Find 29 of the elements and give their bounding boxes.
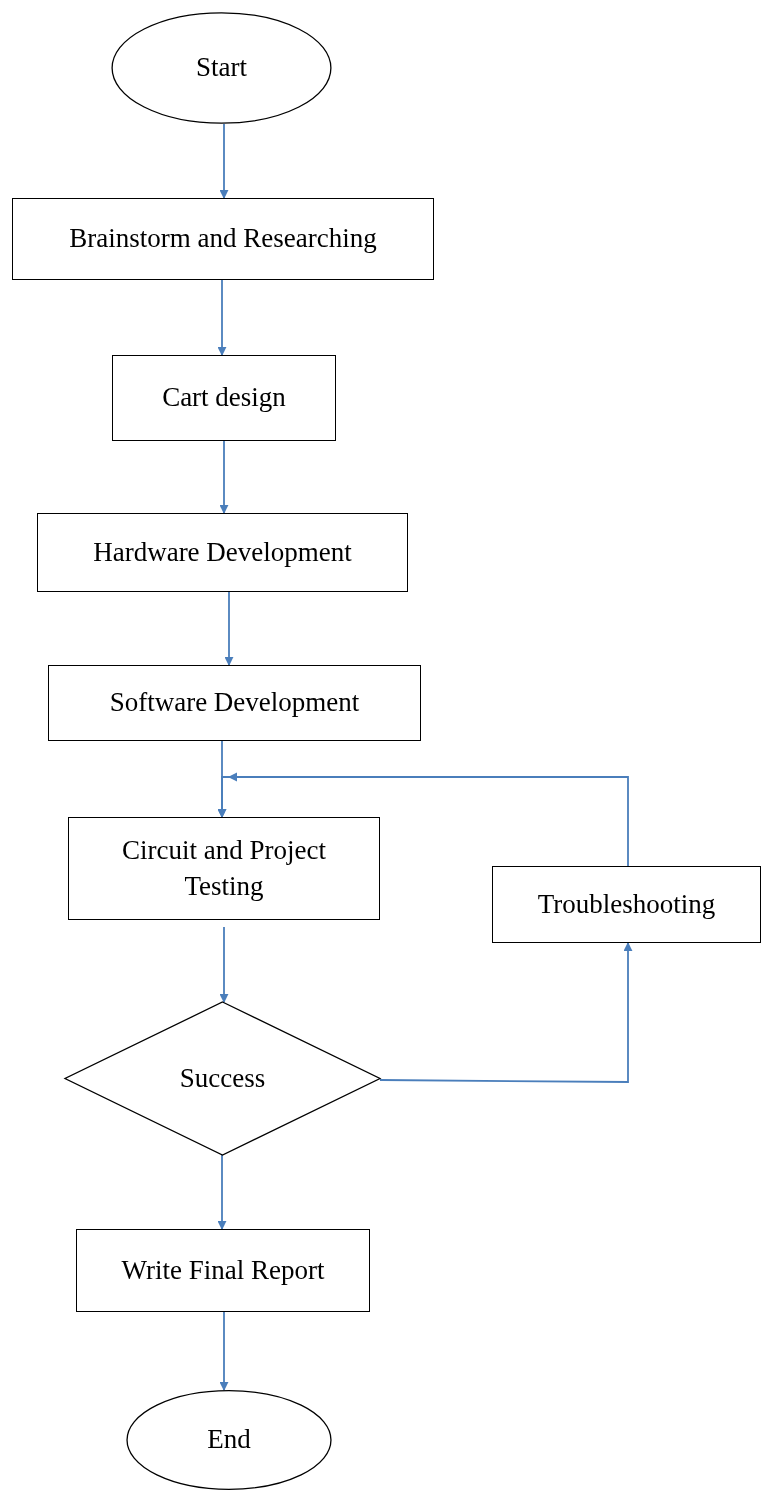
process-box bbox=[12, 198, 434, 280]
node-text: Brainstorm and Researching bbox=[68, 222, 378, 256]
terminal-ellipse bbox=[126, 1390, 332, 1490]
arrow bbox=[224, 591, 234, 666]
arrow bbox=[379, 942, 633, 1083]
process-box bbox=[112, 355, 336, 441]
arrow bbox=[219, 123, 229, 199]
process-box bbox=[48, 665, 421, 741]
arrow bbox=[219, 926, 229, 1003]
arrow bbox=[217, 772, 629, 867]
arrow bbox=[217, 279, 227, 356]
node-text: Cart design bbox=[161, 381, 287, 415]
decision-diamond bbox=[65, 1002, 380, 1155]
node-text: End bbox=[206, 1423, 252, 1457]
node-text: Start bbox=[195, 51, 248, 85]
arrow bbox=[219, 1311, 229, 1391]
process-box bbox=[76, 1229, 370, 1312]
terminal-ellipse bbox=[111, 12, 332, 124]
node-text: Troubleshooting bbox=[536, 887, 717, 921]
arrow bbox=[217, 1154, 227, 1230]
process-box bbox=[37, 513, 408, 592]
process-box bbox=[492, 866, 761, 943]
arrow bbox=[219, 440, 229, 514]
node-text: Circuit and Project Testing bbox=[121, 834, 327, 903]
process-box bbox=[68, 817, 380, 920]
node-text: Hardware Development bbox=[92, 535, 353, 569]
node-text: Software Development bbox=[108, 686, 361, 720]
node-text: Success bbox=[178, 1061, 267, 1095]
node-text: Write Final Report bbox=[120, 1253, 326, 1287]
